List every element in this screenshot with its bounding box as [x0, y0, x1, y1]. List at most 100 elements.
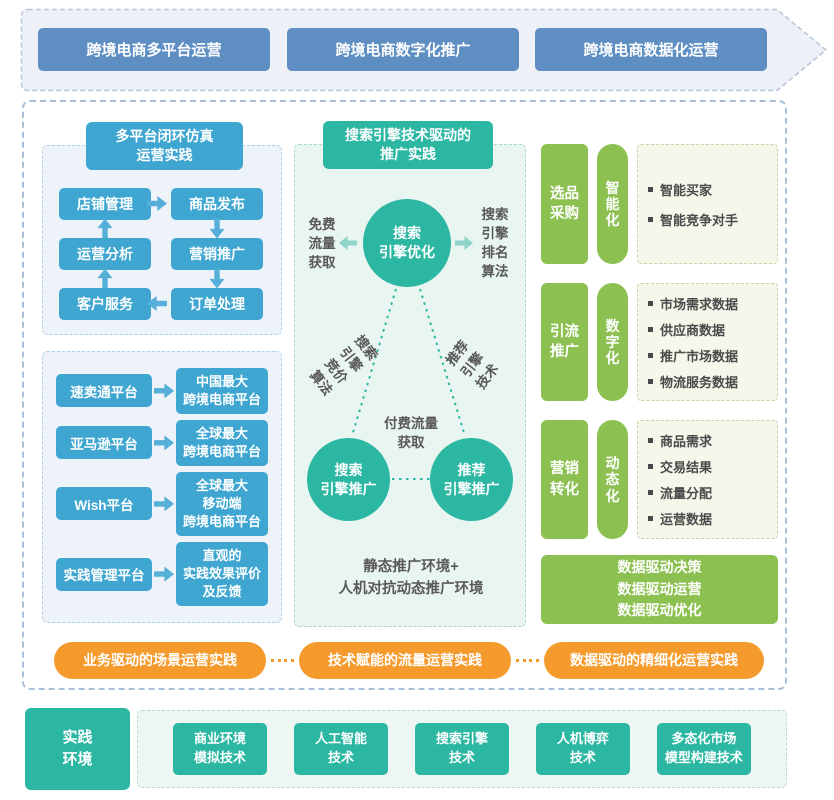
environment-tech-container: 商业环境 模拟技术 人工智能 技术 搜索引擎 技术 人机博弈 技术 多态化市场 … [137, 710, 787, 788]
stage-digital-promotion: 跨境电商数字化推广 [287, 28, 519, 71]
platform-desc: 全球最大 移动端 跨境电商平台 [176, 471, 268, 537]
practice-environment-box: 实践 环境 [25, 708, 130, 790]
list-item: 物流服务数据 [648, 372, 767, 391]
bullet-label: 商品需求 [660, 434, 713, 449]
platform-name: 实践管理平台 [56, 557, 152, 591]
platform-name: 速卖通平台 [56, 374, 152, 408]
flow-node-operation-analysis: 运营分析 [59, 238, 151, 270]
bullet-label: 推广市场数据 [660, 348, 739, 364]
platform-desc: 中国最大 跨境电商平台 [176, 367, 268, 414]
mode-pill: 动 态 化 [597, 420, 628, 539]
bullet-label: 市场需求数据 [660, 296, 739, 312]
bullet-label: 流量分配 [660, 486, 713, 501]
stage-multi-platform-operation: 跨境电商多平台运营 [38, 28, 270, 71]
bullet-square-icon [648, 186, 653, 192]
middle-environment-note: 静态推广环境+ 人机对抗动态推广环境 [338, 559, 484, 597]
main-container: 多平台闭环仿真 运营实践 店铺管理 商品发布 运营分析 营销推广 客户服务 订单… [22, 100, 787, 690]
list-item: 市场需求数据 [648, 294, 767, 313]
list-item: 供应商数据 [648, 320, 767, 339]
list-item: 运营数据 [648, 509, 767, 528]
bullet-square-icon [648, 300, 653, 306]
left-flow-title: 多平台闭环仿真 运营实践 [86, 122, 243, 170]
circle-search-engine-promotion: 搜索 引擎推广 [307, 438, 390, 521]
tech-business-env-simulation: 商业环境 模拟技术 [172, 723, 267, 775]
bullet-square-icon [648, 464, 653, 469]
arrow-right-icon [154, 383, 174, 399]
list-item: 流量分配 [648, 483, 767, 502]
bullet-box: 市场需求数据 供应商数据 推广市场数据 物流服务数据 [637, 283, 778, 401]
middle-section-title: 搜索引擎技术驱动的 推广实践 [323, 121, 493, 169]
bullet-label: 物流服务数据 [660, 374, 739, 390]
stage-bar: 营销 转化 [541, 420, 588, 539]
flow-node-customer-service: 客户服务 [59, 288, 151, 320]
circle-seo: 搜索 引擎优化 [363, 199, 451, 287]
dotted-connector [271, 658, 294, 662]
platform-row-aliexpress: 速卖通平台 中国最大 跨境电商平台 [56, 367, 268, 414]
circle-recommend-engine-promotion: 推荐 引擎推广 [430, 438, 513, 521]
platform-row-wish: Wish平台 全球最大 移动端 跨境电商平台 [56, 471, 268, 537]
arrow-down-icon [210, 269, 225, 289]
stage-chevron-banner: 跨境电商多平台运营 跨境电商数字化推广 跨境电商数据化运营 [20, 8, 832, 92]
bullet-square-icon [648, 326, 653, 332]
platforms-box: 速卖通平台 中国最大 跨境电商平台 亚马逊平台 全球最大 跨境电商平台 Wish… [42, 351, 282, 623]
closed-loop-flow-box: 店铺管理 商品发布 运营分析 营销推广 客户服务 订单处理 [42, 145, 282, 335]
arrow-up-icon [98, 269, 113, 289]
bullet-label: 供应商数据 [660, 322, 726, 338]
arrow-right-icon [154, 566, 174, 582]
promotion-practice-box: 搜索 引擎优化 免费 流量 获取 搜索 引擎 排名 算法 搜索 引擎 竞价 算法… [294, 144, 526, 627]
label-ranking-algorithm: 搜索 引擎 排名 算法 [481, 207, 509, 279]
flow-node-store-management: 店铺管理 [59, 188, 151, 220]
bullet-label: 智能竞争对手 [660, 212, 739, 228]
practices-row: 业务驱动的场景运营实践 技术赋能的流量运营实践 数据驱动的精细化运营实践 [54, 641, 764, 679]
list-item: 智能买家 [648, 180, 767, 199]
flow-node-marketing-promotion: 营销推广 [171, 238, 263, 270]
practice-tech-enabled: 技术赋能的流量运营实践 [299, 641, 511, 679]
data-driven-summary-box: 数据驱动决策 数据驱动运营 数据驱动优化 [541, 555, 778, 624]
mode-pill: 数 字 化 [597, 283, 628, 401]
platform-name: Wish平台 [56, 487, 152, 521]
practice-business-driven: 业务驱动的场景运营实践 [54, 641, 266, 679]
arrow-up-icon [98, 219, 113, 239]
tech-polymorphic-market-model: 多态化市场 模型构建技术 [656, 723, 751, 775]
bullet-square-icon [648, 490, 653, 495]
bullet-box: 智能买家 智能竞争对手 [637, 144, 778, 264]
list-item: 推广市场数据 [648, 346, 767, 365]
bullet-label: 运营数据 [660, 512, 713, 527]
label-free-traffic: 免费 流量 获取 [308, 217, 336, 270]
tech-human-machine-game: 人机博弈 技术 [535, 723, 630, 775]
bullet-square-icon [648, 352, 653, 358]
bullet-square-icon [648, 516, 653, 521]
bullet-square-icon [648, 216, 653, 222]
right-row-traffic: 引流 推广 数 字 化 市场需求数据 供应商数据 推广市场数据 物流服务数据 [541, 283, 778, 401]
arrow-right-icon [154, 435, 174, 451]
dotted-connector [516, 658, 539, 662]
platform-desc: 全球最大 跨境电商平台 [176, 419, 268, 466]
label-paid-traffic: 付费流量 获取 [384, 416, 438, 450]
list-item: 商品需求 [648, 431, 767, 450]
stage-bar: 引流 推广 [541, 283, 588, 401]
platform-name: 亚马逊平台 [56, 426, 152, 460]
stage-bar: 选品 采购 [541, 144, 588, 264]
platform-row-amazon: 亚马逊平台 全球最大 跨境电商平台 [56, 419, 268, 466]
flow-node-order-processing: 订单处理 [171, 288, 263, 320]
arrow-right-icon [154, 496, 174, 512]
dotted-connector-lines [351, 288, 466, 480]
practice-data-driven: 数据驱动的精细化运营实践 [544, 641, 764, 679]
tech-artificial-intelligence: 人工智能 技术 [293, 723, 388, 775]
arrow-down-icon [210, 219, 225, 239]
list-item: 交易结果 [648, 457, 767, 476]
bullet-label: 交易结果 [660, 460, 713, 475]
bullet-square-icon [648, 378, 653, 384]
bullet-box: 商品需求 交易结果 流量分配 运营数据 [637, 420, 778, 539]
right-row-selection: 选品 采购 智 能 化 智能买家 智能竞争对手 [541, 144, 778, 264]
list-item: 智能竞争对手 [648, 210, 767, 229]
platform-row-practice-management: 实践管理平台 直观的 实践效果评价 及反馈 [56, 541, 268, 607]
tech-search-engine: 搜索引擎 技术 [414, 723, 509, 775]
mode-pill: 智 能 化 [597, 144, 628, 264]
right-row-conversion: 营销 转化 动 态 化 商品需求 交易结果 流量分配 运营数据 [541, 420, 778, 539]
platform-desc: 直观的 实践效果评价 及反馈 [176, 541, 268, 607]
bullet-square-icon [648, 438, 653, 443]
stage-data-operation: 跨境电商数据化运营 [535, 28, 767, 71]
flow-node-product-publish: 商品发布 [171, 188, 263, 220]
